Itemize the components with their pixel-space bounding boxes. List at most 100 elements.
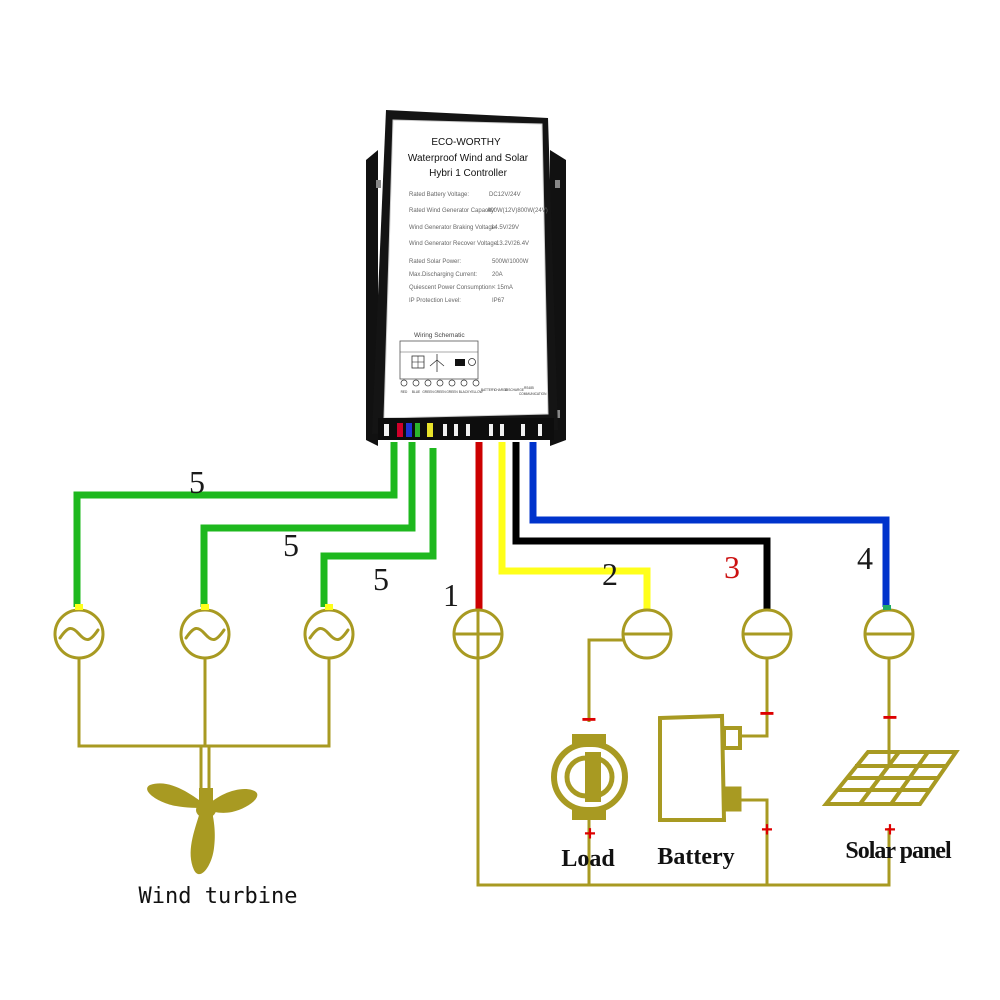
schematic-port (400, 379, 408, 387)
schematic-port (460, 379, 468, 387)
wire-number-1: 1 (443, 577, 459, 613)
controller-mount-hole (376, 180, 381, 188)
battery-icon (658, 713, 742, 822)
spec-label: Max.Discharging Current: (409, 272, 477, 278)
terminal-4 (863, 608, 915, 660)
controller-mount-hole (555, 180, 560, 188)
controller-brand: ECO-WORTHY (431, 137, 501, 148)
schematic-frame (399, 340, 479, 380)
ac-sine-icon (184, 627, 226, 641)
schematic-port (436, 379, 444, 387)
bus-label: COMMUNICATION (519, 392, 547, 396)
solar-panel-grid (889, 750, 930, 806)
spec-value: 500W/1000W (492, 259, 529, 265)
green-wires (73, 442, 437, 607)
wire-end-yellow (75, 604, 83, 610)
solar-panel-icon (821, 750, 960, 806)
port-label: GREEN (446, 390, 458, 394)
schematic-port-labels: RED BLUE GREEN GREEN GREEN BLACK YELLOW (401, 390, 483, 394)
solar-panel-grid (858, 750, 901, 806)
schematic-port (424, 379, 432, 387)
terminal-2 (621, 608, 673, 660)
load-bar (585, 752, 601, 802)
solar-panel-label: Solar panel (845, 838, 952, 864)
generator-terminal-1 (53, 608, 105, 660)
solar-minus-sign: − (882, 702, 897, 732)
port-label: YELLOW (469, 390, 482, 394)
bus-label: CHARGE (494, 388, 508, 392)
schematic-port (412, 379, 420, 387)
schematic-wind-icon (429, 354, 445, 372)
wind-turbine-label: Wind turbine (139, 884, 298, 909)
generator-terminals (53, 608, 355, 660)
load-label: Load (561, 846, 615, 872)
battery-negative-lead (741, 658, 769, 738)
spec-value: 14.5V/29V (491, 225, 519, 231)
battery-terminal-positive (722, 786, 742, 812)
schematic-bulb-icon (468, 358, 476, 366)
terminal-red-tip (397, 423, 403, 437)
port-label: GREEN (434, 390, 446, 394)
port-label: BLUE (412, 390, 420, 394)
terminal-slot (443, 424, 447, 436)
terminal-yellow-tip (427, 423, 433, 437)
port-label: BLACK (459, 390, 470, 394)
terminal-screws (384, 424, 542, 436)
solar-plus-sign: + (884, 819, 896, 841)
controller-mount-hole (555, 410, 560, 418)
wire-end-yellow (325, 604, 333, 610)
circuit-wiring (77, 638, 891, 887)
wire-number-5a: 5 (189, 464, 205, 500)
terminal-slot (466, 424, 470, 436)
wire-number-3: 3 (724, 549, 740, 585)
generator-terminal-2 (179, 608, 231, 660)
battery-terminal-negative (722, 726, 742, 750)
bus-label: BATTERY (481, 388, 496, 392)
wire-number-2: 2 (602, 556, 618, 592)
spec-value: 400W(12V)800W(24V) (487, 208, 548, 214)
green-wire-1 (73, 442, 398, 607)
hybrid-controller: ECO-WORTHY Waterproof Wind and Solar Hyb… (366, 110, 566, 446)
spec-value: < 15mA (492, 285, 513, 291)
schematic-battery-icon (455, 359, 465, 366)
green-wire-3 (320, 448, 437, 607)
terminal-1 (452, 608, 504, 660)
spec-label: Quiescent Power Consumption: (409, 285, 494, 291)
yellow-wire (498, 442, 651, 613)
wire-number-5c: 5 (373, 561, 389, 597)
terminal-green-tip (415, 423, 420, 437)
controller-title-line2: Hybri 1 Controller (429, 168, 507, 179)
battery-plus-sign: + (761, 819, 773, 841)
schematic-port (472, 379, 480, 387)
load-minus-sign: − (581, 704, 596, 734)
terminal-slot (500, 424, 504, 436)
ac-sine-icon (308, 627, 350, 641)
spec-label: Wind Generator Braking Voltage: (409, 225, 497, 231)
blue-wire (529, 442, 890, 607)
wind-turbine-icon (147, 783, 258, 875)
bus-label: DISCHARGE (505, 388, 524, 392)
schematic-port (448, 379, 456, 387)
terminal-slot (384, 424, 389, 436)
spec-value: 20A (492, 272, 503, 278)
spec-label: Rated Solar Power: (409, 259, 461, 265)
schematic-port-row (400, 379, 480, 387)
terminal-blue-tip (406, 423, 412, 437)
spec-value: IP67 (492, 298, 505, 304)
generator-terminal-3 (303, 608, 355, 660)
spec-label: Rated Battery Voltage: (409, 192, 469, 198)
spec-label: Rated Wind Generator Capacity: (409, 208, 496, 214)
schematic-title: Wiring Schematic (414, 332, 465, 339)
dc-terminals (452, 608, 915, 660)
controller-spec-list: Rated Battery Voltage: DC12V/24V Rated W… (409, 192, 548, 304)
green-wire-2 (200, 442, 416, 607)
wire-number-5b: 5 (283, 527, 299, 563)
spec-value: DC12V/24V (489, 192, 521, 198)
battery-minus-sign: − (759, 698, 774, 728)
load-icon (551, 734, 628, 842)
terminal-slot (538, 424, 542, 436)
turbine-blade-right (208, 789, 258, 813)
common-ground-bus (476, 658, 891, 887)
terminal-slot (454, 424, 458, 436)
terminal-3 (741, 608, 793, 660)
